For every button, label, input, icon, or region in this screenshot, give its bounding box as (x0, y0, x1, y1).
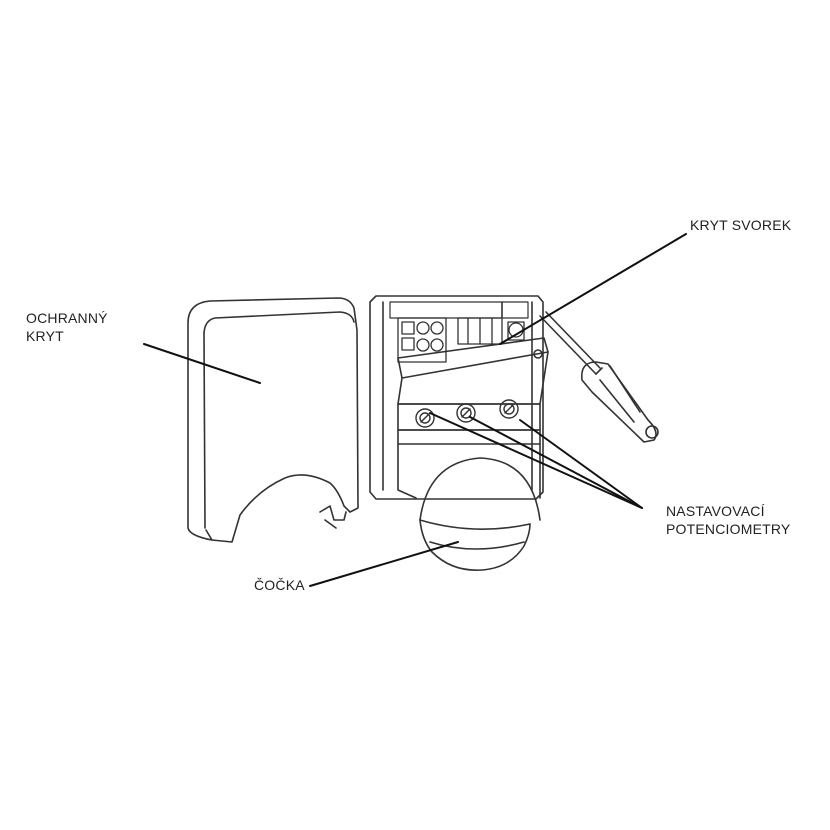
label-lens: ČOČKA (254, 576, 305, 594)
leader-pot-middle (469, 416, 643, 509)
label-terminal-cover: KRYT SVOREK (690, 216, 791, 234)
protective-cover (187, 297, 359, 543)
label-potentiometers-line1: NASTAVOVACÍ (666, 503, 765, 519)
label-cover: OCHRANNÝ KRYT (26, 309, 108, 345)
potentiometer-middle (456, 403, 476, 423)
label-lens-line1: ČOČKA (254, 577, 305, 593)
potentiometer-panel (397, 399, 541, 445)
label-potentiometers: NASTAVOVACÍ POTENCIOMETRY (666, 502, 790, 538)
sensor-lens (397, 443, 541, 571)
leader-lines (143, 233, 687, 587)
label-cover-line2: KRYT (26, 328, 64, 344)
terminal-cover (397, 337, 549, 405)
leader-cover (143, 343, 261, 384)
leader-terminal-cover (499, 233, 687, 345)
potentiometer-left (415, 408, 435, 428)
label-potentiometers-line2: POTENCIOMETRY (666, 521, 791, 537)
terminal-block (397, 317, 525, 363)
sensor-housing (369, 295, 544, 500)
screwdriver (539, 311, 659, 443)
leader-pot-right (519, 419, 643, 509)
label-cover-line1: OCHRANNÝ (26, 310, 108, 326)
leader-pot-left (429, 412, 643, 509)
potentiometer-right (499, 399, 519, 419)
label-terminal-cover-line1: KRYT SVOREK (690, 217, 792, 233)
leader-lens (309, 541, 459, 587)
